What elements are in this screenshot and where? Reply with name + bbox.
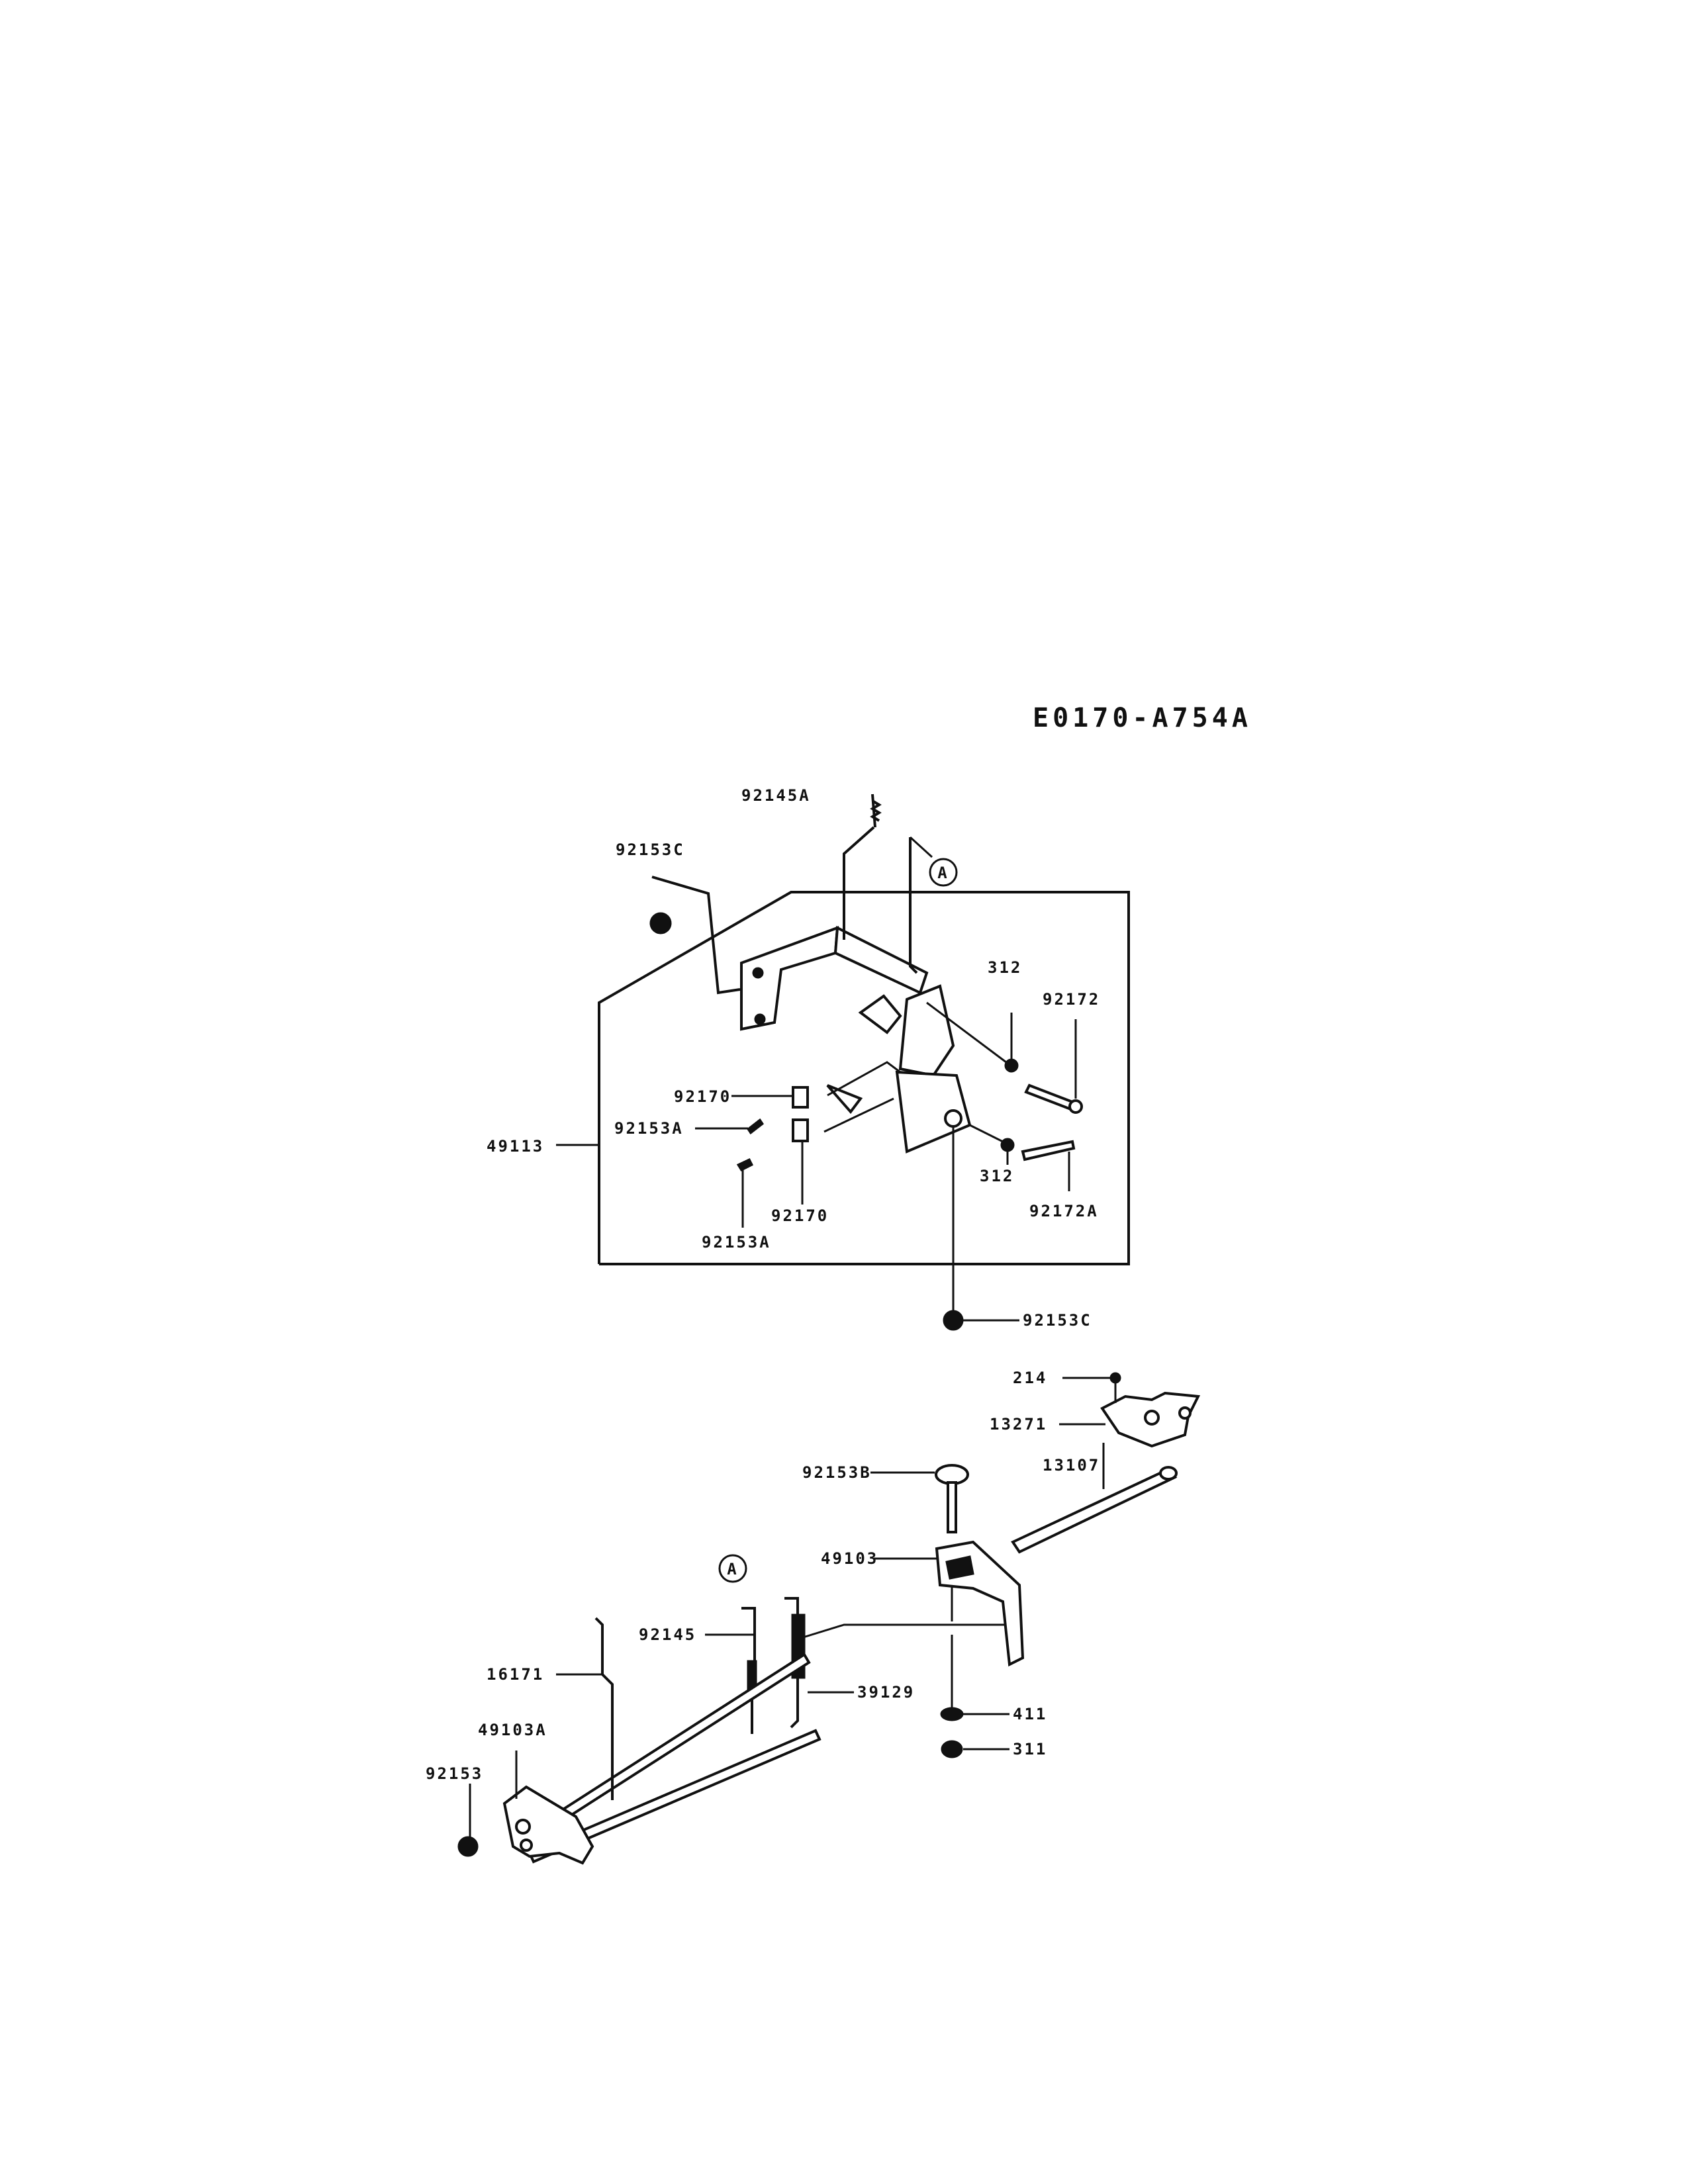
control-rod xyxy=(534,1653,811,1837)
label-311: 311 xyxy=(1013,1740,1047,1758)
control-bracket-plate xyxy=(740,926,839,1031)
screw-92153a-left xyxy=(746,1118,765,1135)
plate-13271-hole xyxy=(1178,1406,1192,1420)
label-411: 411 xyxy=(1013,1705,1047,1723)
label-92170-bottom: 92170 xyxy=(771,1206,829,1225)
rod-16171 xyxy=(594,1617,614,1800)
label-39129: 39129 xyxy=(857,1683,915,1702)
spring-92145-upper xyxy=(741,1607,756,1661)
label-92153: 92153 xyxy=(426,1764,483,1783)
bolt-92153c-bottom xyxy=(943,1310,964,1331)
group-enclosure-line xyxy=(598,891,1130,1265)
bolt-92172a xyxy=(1021,1140,1076,1161)
label-49103a: 49103A xyxy=(478,1721,547,1739)
bolt-92153b-head xyxy=(935,1464,969,1485)
label-92170-top: 92170 xyxy=(674,1087,731,1106)
lever-49103-slot xyxy=(945,1555,974,1580)
screw-92153a-bottom xyxy=(736,1158,754,1171)
leader-a-top-diag xyxy=(909,836,933,858)
nut-312-top xyxy=(1004,1058,1019,1073)
leader-a-top xyxy=(909,837,918,974)
control-bracket-assembly xyxy=(556,794,1130,1331)
label-16171: 16171 xyxy=(487,1665,544,1684)
lever-plate xyxy=(898,984,955,1077)
label-92153c-bottom: 92153C xyxy=(1023,1311,1092,1330)
nut-312-bottom xyxy=(1000,1138,1015,1152)
clip-92170-bottom xyxy=(792,1118,809,1142)
washer-411 xyxy=(940,1707,964,1721)
leader-92153c-top xyxy=(651,876,741,995)
label-214: 214 xyxy=(1013,1369,1047,1387)
shaft-13107 xyxy=(1011,1467,1178,1554)
latch-piece xyxy=(858,994,902,1034)
diagram-code: E0170-A754A xyxy=(1033,703,1252,733)
label-312-bottom: 312 xyxy=(980,1167,1014,1185)
spring-92145a xyxy=(870,794,882,828)
lever-49103a-hole xyxy=(520,1839,533,1852)
label-92153a-left: 92153A xyxy=(614,1119,684,1138)
bolt-92153b-shank xyxy=(947,1481,957,1533)
label-92153c-top: 92153C xyxy=(616,841,685,859)
plate-13271-hole xyxy=(1144,1410,1160,1426)
label-49103: 49103 xyxy=(821,1549,878,1568)
lever-pivot xyxy=(944,1109,962,1128)
label-49113: 49113 xyxy=(487,1137,544,1156)
bolt-92153 xyxy=(457,1836,479,1857)
spring-39129-tail xyxy=(790,1678,799,1729)
leader-312-bottom-line xyxy=(969,1124,1004,1143)
control-shaft-assembly xyxy=(457,1372,1201,1865)
callout-a-bottom-label: A xyxy=(727,1560,738,1578)
spring-39129-hook xyxy=(784,1597,799,1615)
label-312-top: 312 xyxy=(988,958,1022,977)
link-to-rod xyxy=(800,1623,1006,1639)
lever-49103a-hole xyxy=(515,1819,531,1835)
label-13107: 13107 xyxy=(1043,1456,1100,1475)
callout-a-bottom: A xyxy=(718,1554,747,1583)
label-92145a: 92145A xyxy=(741,786,811,805)
callout-a-top-label: A xyxy=(937,864,949,882)
nut-311 xyxy=(941,1740,963,1758)
label-92145: 92145 xyxy=(639,1625,696,1644)
leader-312-top-line xyxy=(926,1001,1007,1064)
bolt-92172-head xyxy=(1068,1099,1083,1114)
clip-92170-top xyxy=(792,1086,809,1109)
link-line xyxy=(827,1061,901,1097)
bracket-hole xyxy=(752,967,764,979)
label-92153b: 92153B xyxy=(802,1463,872,1482)
shaft-13107-end xyxy=(1159,1466,1178,1480)
label-13271: 13271 xyxy=(990,1415,1047,1433)
stop-tab xyxy=(826,1084,863,1115)
bracket-hole xyxy=(754,1013,766,1025)
spring-link xyxy=(843,826,875,940)
label-92153a-bottom: 92153A xyxy=(702,1233,771,1251)
link-line xyxy=(823,1097,894,1133)
part-labels: 92145A 92153C 312 92172 92170 92153A 491… xyxy=(426,786,1100,1783)
bolt-92153c-top xyxy=(649,912,672,934)
callout-a-top: A xyxy=(929,858,958,887)
control-shaft xyxy=(528,1729,821,1864)
bolt-92172 xyxy=(1024,1083,1074,1111)
label-92172: 92172 xyxy=(1043,990,1100,1009)
bracket-top-flange xyxy=(833,925,929,995)
label-92172a: 92172A xyxy=(1029,1202,1099,1220)
screw-214 xyxy=(1109,1372,1121,1384)
